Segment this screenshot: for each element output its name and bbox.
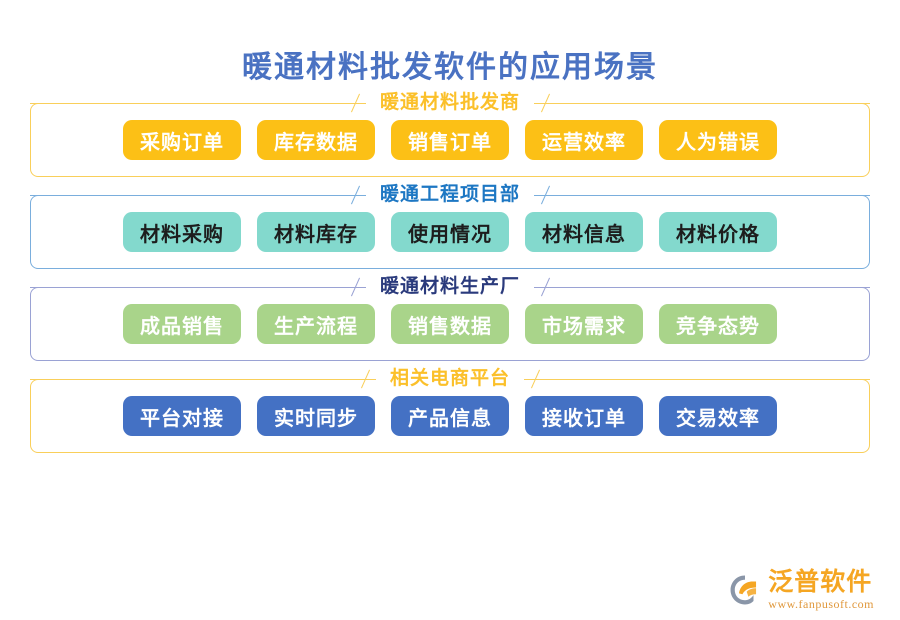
- chip-ecommerce-1[interactable]: 平台对接: [123, 396, 241, 437]
- section-wholesaler-box: 采购订单 库存数据 销售订单 运营效率 人为错误: [30, 103, 870, 178]
- brand-logo: 泛普软件 www.fanpusoft.com: [728, 570, 874, 610]
- section-factory: 成品销售 生产流程 销售数据 市场需求 竞争态势 暖通材料生产厂: [30, 276, 871, 362]
- section-ecommerce-platform: 平台对接 实时同步 产品信息 接收订单 交易效率 相关电商平台: [30, 368, 871, 454]
- brand-name: 泛普软件: [768, 569, 873, 597]
- chip-project-4[interactable]: 材料信息: [525, 212, 643, 253]
- chip-ecommerce-5[interactable]: 交易效率: [659, 396, 777, 437]
- section-factory-box: 成品销售 生产流程 销售数据 市场需求 竞争态势: [30, 287, 870, 362]
- chip-wholesaler-3[interactable]: 销售订单: [391, 120, 509, 161]
- sections-container: 采购订单 库存数据 销售订单 运营效率 人为错误 暖通材料批发商 材料采购 材料…: [0, 92, 900, 454]
- chip-factory-3[interactable]: 销售数据: [391, 304, 509, 345]
- chip-project-1[interactable]: 材料采购: [123, 212, 241, 253]
- chip-wholesaler-4[interactable]: 运营效率: [525, 120, 643, 161]
- section-wholesaler: 采购订单 库存数据 销售订单 运营效率 人为错误 暖通材料批发商: [30, 92, 871, 178]
- chip-wholesaler-5[interactable]: 人为错误: [659, 120, 777, 161]
- chip-project-5[interactable]: 材料价格: [659, 212, 777, 253]
- chip-ecommerce-4[interactable]: 接收订单: [525, 396, 643, 437]
- chip-factory-5[interactable]: 竞争态势: [659, 304, 777, 345]
- chip-factory-2[interactable]: 生产流程: [257, 304, 375, 345]
- chip-project-2[interactable]: 材料库存: [257, 212, 375, 253]
- section-ecommerce-platform-box: 平台对接 实时同步 产品信息 接收订单 交易效率: [30, 379, 870, 454]
- page-title: 暖通材料批发软件的应用场景: [242, 51, 658, 85]
- section-project-department-box: 材料采购 材料库存 使用情况 材料信息 材料价格: [30, 195, 870, 270]
- chip-ecommerce-2[interactable]: 实时同步: [257, 396, 375, 437]
- chip-ecommerce-3[interactable]: 产品信息: [391, 396, 509, 437]
- fanpu-swoosh-icon: [728, 573, 762, 607]
- section-project-department: 材料采购 材料库存 使用情况 材料信息 材料价格 暖通工程项目部: [30, 184, 871, 270]
- chip-factory-4[interactable]: 市场需求: [525, 304, 643, 345]
- chip-factory-1[interactable]: 成品销售: [123, 304, 241, 345]
- brand-logo-text: 泛普软件 www.fanpusoft.com: [768, 570, 874, 610]
- chip-wholesaler-2[interactable]: 库存数据: [257, 120, 375, 161]
- chip-wholesaler-1[interactable]: 采购订单: [123, 120, 241, 161]
- chip-project-3[interactable]: 使用情况: [391, 212, 509, 253]
